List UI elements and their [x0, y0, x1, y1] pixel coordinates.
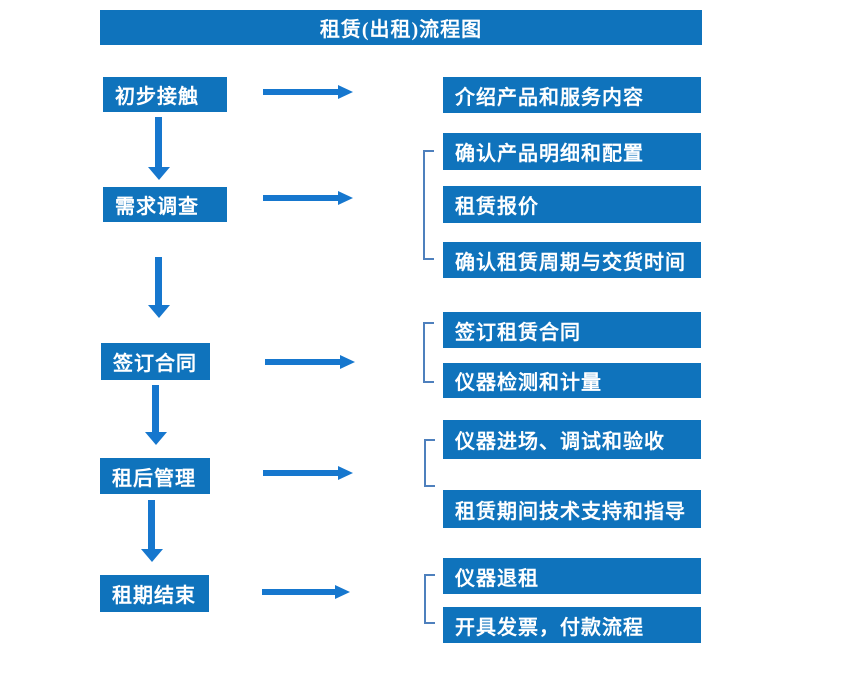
output-node-intro-services: 介绍产品和服务内容 [443, 77, 701, 113]
right-arrow-head [338, 85, 353, 99]
right-arrow-stem [262, 589, 336, 595]
right-arrow-1 [263, 85, 353, 99]
right-arrow-stem [263, 89, 339, 95]
down-arrow-3 [145, 385, 167, 445]
right-arrow-4 [263, 466, 353, 480]
stage-node-initial-contact: 初步接触 [103, 77, 227, 112]
output-node-instrument-inspection: 仪器检测和计量 [443, 363, 701, 398]
right-arrow-stem [263, 195, 339, 201]
bracket-group-2 [423, 150, 434, 260]
right-arrow-stem [265, 359, 341, 365]
right-arrow-3 [265, 355, 355, 369]
right-arrow-2 [263, 191, 353, 205]
down-arrow-stem [155, 257, 162, 306]
right-arrow-stem [263, 470, 339, 476]
stage-node-post-rental-management: 租后管理 [100, 458, 210, 494]
output-node-invoice-payment: 开具发票，付款流程 [443, 607, 701, 643]
down-arrow-2 [148, 257, 170, 318]
right-arrow-head [340, 355, 355, 369]
output-node-instrument-setup: 仪器进场、调试和验收 [443, 420, 701, 459]
down-arrow-stem [152, 385, 159, 433]
right-arrow-head [338, 191, 353, 205]
flowchart-title: 租赁(出租)流程图 [100, 10, 702, 45]
bracket-group-3 [423, 322, 434, 383]
down-arrow-1 [148, 117, 170, 180]
down-arrow-head [148, 305, 170, 318]
bracket-group-4 [424, 439, 435, 487]
down-arrow-4 [141, 500, 163, 562]
right-arrow-5 [262, 585, 350, 599]
output-node-sign-rental-contract: 签订租赁合同 [443, 312, 701, 348]
down-arrow-stem [155, 117, 162, 168]
down-arrow-head [148, 167, 170, 180]
stage-node-demand-survey: 需求调查 [103, 187, 227, 222]
output-node-confirm-period: 确认租赁周期与交货时间 [443, 242, 701, 278]
stage-node-sign-contract: 签订合同 [101, 343, 210, 380]
down-arrow-stem [148, 500, 155, 550]
output-node-instrument-return: 仪器退租 [443, 558, 701, 594]
stage-node-rental-end: 租期结束 [100, 575, 209, 612]
right-arrow-head [335, 585, 350, 599]
right-arrow-head [338, 466, 353, 480]
output-node-tech-support: 租赁期间技术支持和指导 [443, 490, 701, 528]
down-arrow-head [145, 432, 167, 445]
bracket-group-5 [424, 574, 435, 624]
down-arrow-head [141, 549, 163, 562]
output-node-rental-quote: 租赁报价 [443, 186, 701, 223]
output-node-confirm-details: 确认产品明细和配置 [443, 133, 701, 170]
